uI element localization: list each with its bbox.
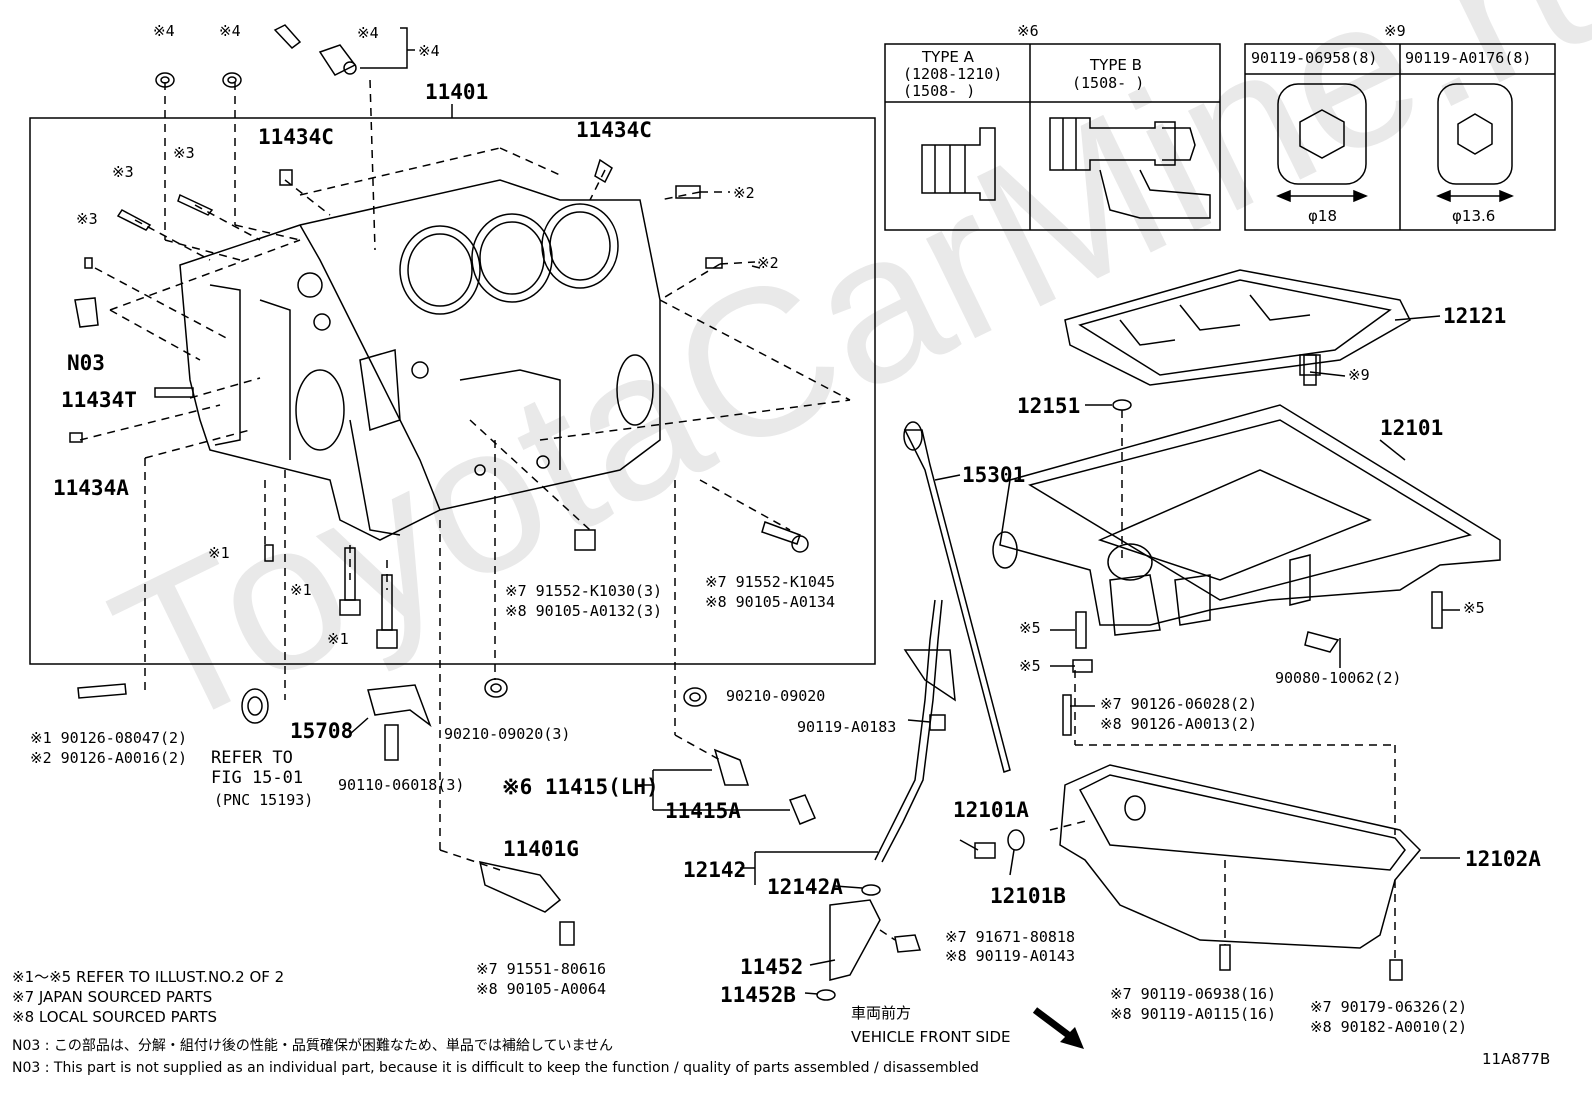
- front-label-en: VEHICLE FRONT SIDE: [851, 1028, 1011, 1046]
- part-label: 12101A: [953, 798, 1029, 822]
- part-label: 12101B: [990, 884, 1066, 908]
- part-number: ※8 90126-A0013(2): [1100, 715, 1258, 733]
- marker: ※1: [208, 544, 230, 562]
- part-label: 12151: [1017, 394, 1081, 418]
- refer-line-1: REFER TO: [211, 748, 293, 768]
- marker: ※5: [1019, 619, 1041, 637]
- part-label: 11434A: [53, 476, 129, 500]
- note-2: ※7 JAPAN SOURCED PARTS: [12, 988, 213, 1006]
- marker: ※4: [357, 24, 379, 42]
- part-number: 90210-09020(3): [444, 725, 571, 743]
- note-1: ※1～※5 REFER TO ILLUST.NO.2 OF 2: [12, 968, 285, 986]
- marker: ※4: [219, 22, 241, 40]
- part-number: 90119-A0183: [797, 718, 897, 736]
- marker: ※3: [112, 163, 134, 181]
- detail9-col1: 90119-06958(8): [1251, 49, 1378, 67]
- detail6-type-a-range2: (1508- ): [903, 82, 976, 100]
- part-number: ※7 90126-06028(2): [1100, 695, 1258, 713]
- detail6-type-b: TYPE B: [1090, 56, 1142, 74]
- part-label: 15708: [290, 719, 354, 743]
- marker: ※5: [1019, 657, 1041, 675]
- part-number: ※8 90105-A0132(3): [505, 602, 663, 620]
- part-number: ※8 90119-A0143: [945, 947, 1075, 965]
- part-number: ※1 90126-08047(2): [30, 729, 188, 747]
- part-number: ※8 90119-A0115(16): [1110, 1005, 1277, 1023]
- part-number: 90210-09020: [726, 687, 826, 705]
- part-label: 12121: [1443, 304, 1507, 328]
- marker: ※2: [757, 254, 779, 272]
- part-label: 11415A: [665, 799, 741, 823]
- part-label: 15301: [962, 463, 1026, 487]
- part-label: 11434C: [258, 125, 334, 149]
- marker: ※1: [290, 581, 312, 599]
- part-label: 12102A: [1465, 847, 1541, 871]
- part-label: 12142A: [767, 875, 843, 899]
- part-label: 11434C: [576, 118, 652, 142]
- part-number: ※7 91551-80616: [476, 960, 606, 978]
- part-label: 11452B: [720, 983, 796, 1007]
- marker: ※4: [153, 22, 175, 40]
- marker: ※1: [327, 630, 349, 648]
- part-number: ※8 90105-A0134: [705, 593, 835, 611]
- marker: ※3: [173, 144, 195, 162]
- marker: ※2: [733, 184, 755, 202]
- refer-line-2: FIG 15-01: [211, 768, 304, 788]
- part-number: ※7 90119-06938(16): [1110, 985, 1277, 1003]
- part-label: ※6 11415(LH): [502, 775, 659, 799]
- part-number: ※7 90179-06326(2): [1310, 998, 1468, 1016]
- detail9-dim2: φ13.6: [1452, 207, 1496, 225]
- part-number: 90080-10062(2): [1275, 669, 1402, 687]
- detail6-title: ※6: [1017, 22, 1039, 40]
- detail6-type-a: TYPE A: [922, 48, 974, 66]
- part-number: ※7 91552-K1045: [705, 573, 835, 591]
- detail6-type-b-range: (1508- ): [1072, 74, 1145, 92]
- note-3: ※8 LOCAL SOURCED PARTS: [12, 1008, 217, 1026]
- part-number: ※7 91671-80818: [945, 928, 1075, 946]
- note-5: N03 : This part is not supplied as an in…: [12, 1060, 979, 1076]
- marker: ※9: [1348, 366, 1370, 384]
- part-number: ※2 90126-A0016(2): [30, 749, 188, 767]
- note-4: N03 : この部品は、分解・組付け後の性能・品質確保が困難なため、単品では補給…: [12, 1038, 614, 1054]
- diagram-id: 11A877B: [1482, 1050, 1551, 1068]
- marker: ※5: [1463, 599, 1485, 617]
- part-label: N03: [67, 351, 105, 375]
- assembly-number: 11401: [425, 80, 489, 104]
- cylinder-block-drawing: [179, 179, 661, 541]
- front-label-jp: 車両前方: [851, 1004, 912, 1022]
- part-number: 90110-06018(3): [338, 776, 465, 794]
- marker: ※4: [418, 42, 440, 60]
- detail6-type-a-range1: (1208-1210): [903, 65, 1003, 83]
- detail9-dim1: φ18: [1308, 207, 1337, 225]
- part-label: 12142: [683, 858, 747, 882]
- part-label: 11434T: [61, 388, 137, 412]
- part-number: ※8 90105-A0064: [476, 980, 606, 998]
- detail9-col2: 90119-A0176(8): [1405, 49, 1532, 67]
- refer-line-3: (PNC 15193): [214, 791, 314, 809]
- part-number: ※7 91552-K1030(3): [505, 582, 663, 600]
- part-label: 11452: [740, 955, 804, 979]
- part-label: 11401G: [503, 837, 579, 861]
- marker: ※3: [76, 210, 98, 228]
- detail9-title: ※9: [1384, 22, 1406, 40]
- part-label: 12101: [1380, 416, 1444, 440]
- part-number: ※8 90182-A0010(2): [1310, 1018, 1468, 1036]
